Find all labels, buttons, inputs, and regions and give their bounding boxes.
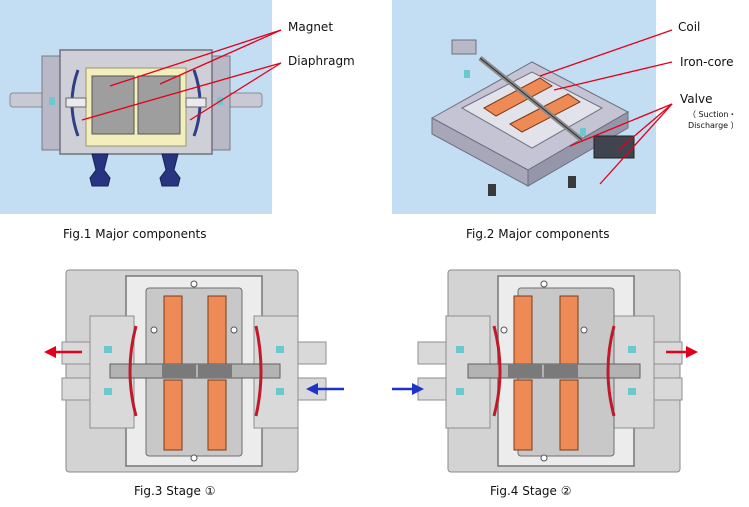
valve-note-line2: Discharge ） (688, 121, 739, 130)
magnet-label: Magnet (288, 20, 334, 34)
fig4-caption: Fig.4 Stage ② (490, 484, 572, 498)
fig4-panel (404, 262, 734, 480)
fig3-stage1-section (61, 269, 327, 473)
fig1-caption: Fig.1 Major components (63, 227, 207, 241)
valve-note-line1: （ Suction・ (688, 110, 737, 119)
fig2-caption: Fig.2 Major components (466, 227, 610, 241)
fig1-pump-drawing (0, 0, 272, 214)
diaphragm-label: Diaphragm (288, 54, 355, 68)
fig2-pump-3d-drawing (392, 0, 656, 214)
coil-label: Coil (678, 20, 701, 34)
fig1-panel (0, 0, 272, 214)
fig3-panel (40, 262, 370, 480)
iron-core-label: Iron-core (680, 55, 734, 69)
valve-label: Valve (680, 92, 713, 106)
fig4-stage2-section (417, 269, 683, 473)
fig2-panel (392, 0, 656, 214)
fig3-caption: Fig.3 Stage ① (134, 484, 216, 498)
